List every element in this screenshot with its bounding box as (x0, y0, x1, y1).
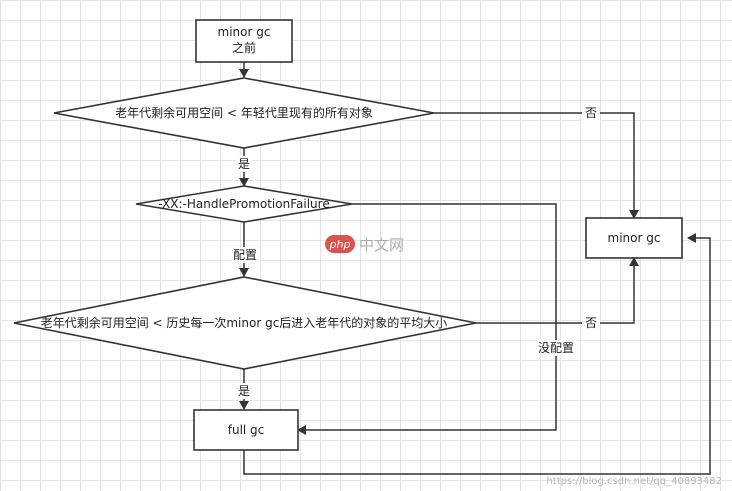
node-cond3-text: 老年代剩余可用空间 < 历史每一次minor gc后进入老年代的对象的平均大小 (41, 315, 448, 330)
label-cond3-no: 否 (582, 315, 600, 331)
node-full-gc: full gc (193, 409, 299, 451)
watermark-url: https://blog.csdn.net/qq_40893482 (546, 476, 722, 487)
node-cond1-text: 老年代剩余可用空间 < 年轻代里现有的所有对象 (115, 105, 373, 120)
edge-cond3-no (476, 257, 639, 324)
node-full-gc-text: full gc (228, 423, 265, 437)
label-cond1-no-text: 否 (585, 106, 597, 120)
node-cond2-text: -XX:-HandlePromotionFailure (158, 197, 329, 211)
label-cond3-no-text: 否 (585, 316, 597, 330)
label-cond3-yes-text: 是 (238, 384, 250, 398)
node-start-line2: 之前 (232, 40, 256, 55)
node-cond3: 老年代剩余可用空间 < 历史每一次minor gc后进入老年代的对象的平均大小 (13, 276, 477, 370)
label-cond1-yes-text: 是 (238, 157, 250, 171)
watermark-logo-icon (325, 235, 355, 253)
label-cond2-not-configured-text: 没配置 (538, 340, 574, 355)
node-cond1: 老年代剩余可用空间 < 年轻代里现有的所有对象 (53, 77, 435, 149)
node-minor-gc: minor gc (585, 217, 683, 259)
node-cond2: -XX:-HandlePromotionFailure (135, 185, 353, 223)
watermark-logo-text: php (329, 238, 351, 251)
edge-cond1-no (434, 112, 639, 219)
node-start: minor gc 之前 (195, 19, 293, 63)
edge-fullgc-to-minorgc (243, 233, 711, 475)
label-cond3-yes: 是 (236, 383, 252, 399)
node-start-line1: minor gc (218, 25, 271, 39)
watermark-text: 中文网 (359, 236, 404, 254)
edge-cond2-not-configured (297, 203, 557, 435)
node-minor-gc-text: minor gc (608, 231, 661, 245)
label-cond2-not-configured: 没配置 (535, 340, 577, 356)
label-cond2-configured-text: 配置 (233, 248, 257, 262)
label-cond1-yes: 是 (236, 156, 252, 172)
label-cond2-configured: 配置 (231, 247, 259, 263)
watermark: php 中文网 (325, 235, 404, 254)
label-cond1-no: 否 (582, 105, 600, 121)
